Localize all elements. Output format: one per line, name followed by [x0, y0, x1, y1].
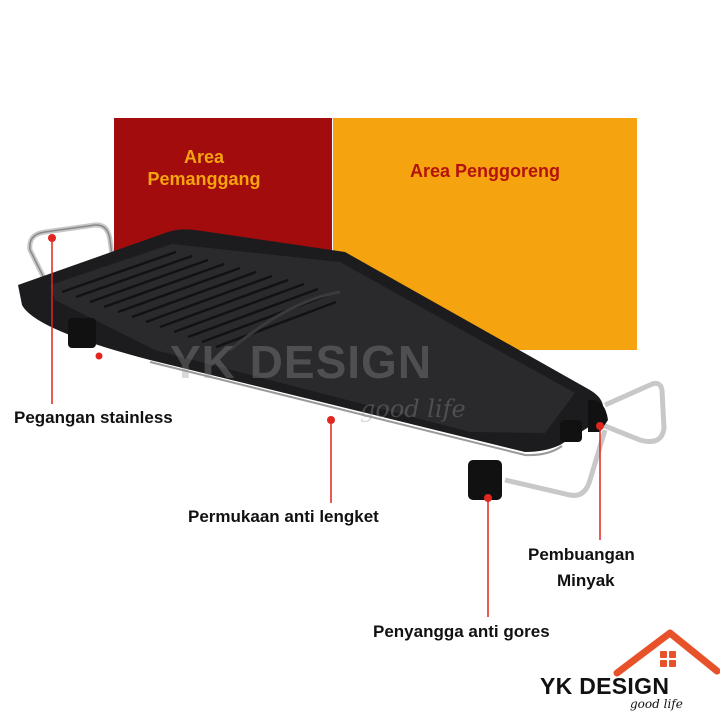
house-window-icon — [660, 651, 676, 667]
cooking-surface — [50, 244, 575, 433]
grill-area-label: Area Pemanggang — [147, 147, 261, 189]
front-foot — [468, 460, 502, 500]
right-foot — [560, 420, 582, 442]
callout-oil-drain-line2: Minyak — [557, 571, 615, 590]
callout-lines — [51, 242, 601, 617]
house-roof-icon — [613, 629, 720, 677]
callout-stainless-handle: Pegangan stainless — [14, 408, 173, 427]
callout-non-stick-surface: Permukaan anti lengket — [188, 507, 379, 526]
logo-tagline: good life — [630, 697, 683, 711]
yk-design-logo — [613, 629, 720, 677]
watermark-tagline: good life — [360, 395, 466, 423]
watermark-brand: YK DESIGN — [170, 336, 433, 388]
right-handle — [589, 380, 667, 444]
callout-scratch-free-stand: Penyangga anti gores — [373, 622, 550, 641]
logo-brand: YK DESIGN — [540, 673, 670, 699]
fry-area-label: Area Penggoreng — [409, 161, 561, 181]
callout-markers — [48, 234, 604, 502]
left-foot — [68, 318, 96, 348]
callout-oil-drain-line1: Pembuangan — [528, 545, 635, 564]
grill-ridges — [61, 250, 337, 349]
